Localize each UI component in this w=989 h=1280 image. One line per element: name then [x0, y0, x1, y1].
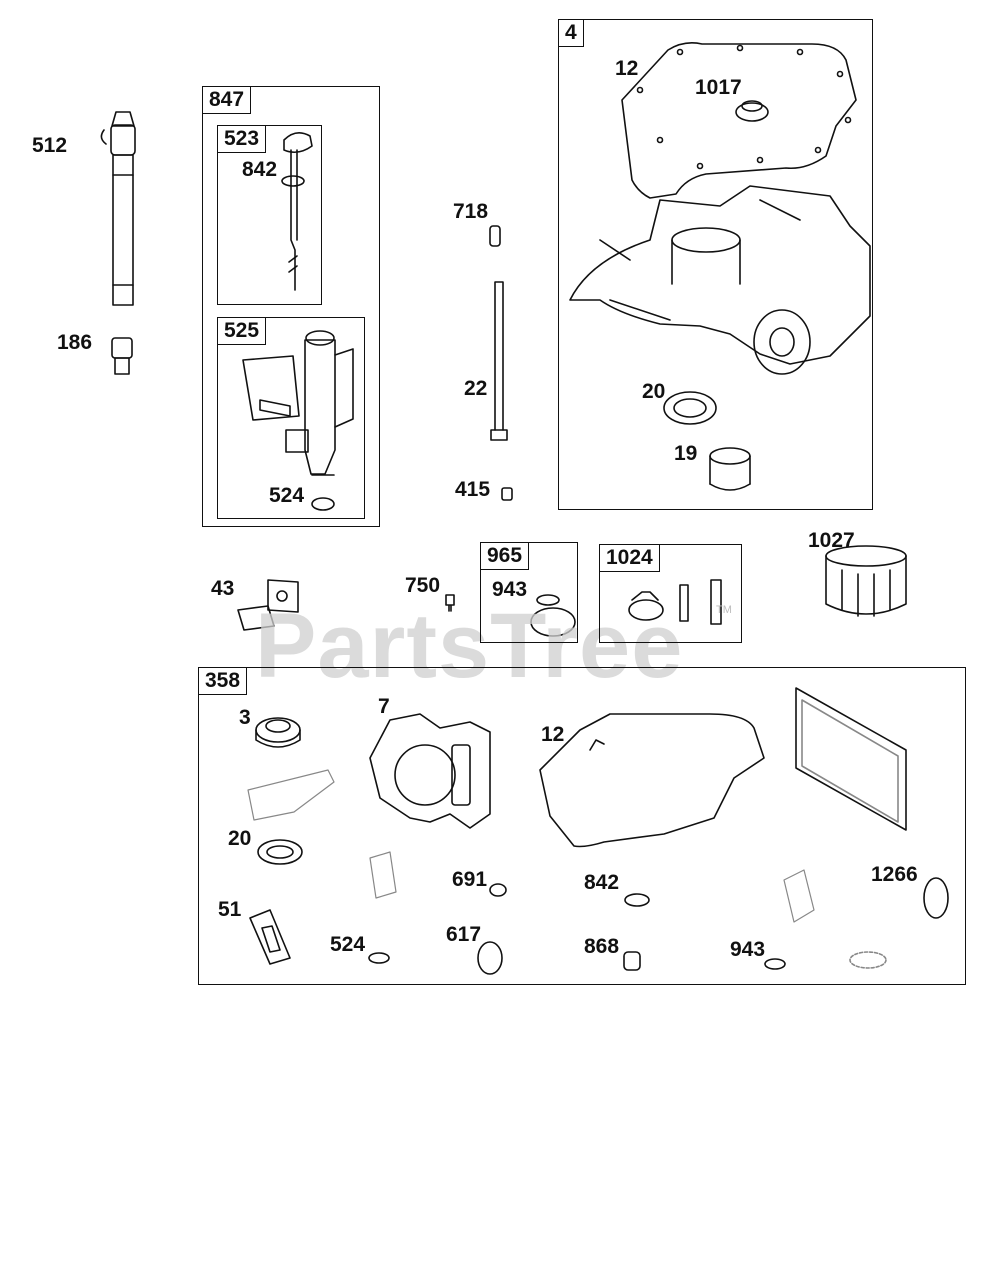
- valve-cover-gasket-drawing: [795, 687, 907, 831]
- gasket-right-drawing: [783, 869, 815, 923]
- callout-512[interactable]: 512: [32, 134, 68, 157]
- callout-20-kit[interactable]: 20: [228, 827, 252, 850]
- oil-filter-1027-drawing: [825, 545, 907, 617]
- gasket-bolt-holes: [636, 44, 852, 170]
- kit-label-523[interactable]: 523: [217, 125, 267, 153]
- o-ring-943-kit-drawing: [764, 958, 786, 970]
- callout-842[interactable]: 842: [242, 158, 278, 181]
- plug-415-drawing: [501, 487, 513, 501]
- o-ring-617-drawing: [477, 941, 503, 975]
- seal-20-drawing: [663, 391, 717, 425]
- callout-51[interactable]: 51: [218, 898, 242, 921]
- kit-label-358[interactable]: 358: [198, 667, 248, 695]
- callout-718[interactable]: 718: [453, 200, 489, 223]
- o-ring-842-drawing: [624, 893, 650, 907]
- callout-1017[interactable]: 1017: [695, 76, 742, 99]
- tube-fitting-drawing: [111, 337, 133, 375]
- callout-20[interactable]: 20: [642, 380, 666, 403]
- seal-20-kit-drawing: [257, 839, 303, 865]
- plate-965-drawing: [530, 594, 576, 637]
- kit-label-847[interactable]: 847: [202, 86, 252, 114]
- kit-box-965: 965: [480, 542, 578, 643]
- o-ring-1266-drawing: [923, 877, 949, 919]
- watermark: PartsTree: [255, 595, 684, 697]
- callout-1027[interactable]: 1027: [808, 529, 855, 552]
- tube-assembly-drawing: [242, 330, 354, 476]
- callout-186[interactable]: 186: [57, 331, 93, 354]
- bushing-19-drawing: [709, 447, 751, 491]
- kit-label-965[interactable]: 965: [480, 542, 530, 570]
- seal-3-drawing: [255, 717, 301, 748]
- valve-kit-1024-drawing: [628, 579, 722, 625]
- callout-22[interactable]: 22: [464, 377, 488, 400]
- gasket-51-drawing: [249, 909, 291, 965]
- kit-label-525[interactable]: 525: [217, 317, 267, 345]
- bushing-868-drawing: [623, 951, 641, 971]
- callout-943-kit[interactable]: 943: [730, 938, 766, 961]
- callout-524-kit[interactable]: 524: [330, 933, 366, 956]
- callout-12[interactable]: 12: [615, 57, 639, 80]
- kit-box-1024: 1024: [599, 544, 742, 643]
- watermark-trademark: TM: [716, 604, 732, 616]
- nut-691-drawing: [489, 883, 507, 897]
- kit-label-4[interactable]: 4: [558, 19, 584, 47]
- kit-box-4: 4: [558, 19, 873, 510]
- callout-868[interactable]: 868: [584, 935, 620, 958]
- callout-842-kit[interactable]: 842: [584, 871, 620, 894]
- kit-box-847: 847: [202, 86, 380, 527]
- callout-943[interactable]: 943: [492, 578, 528, 601]
- oil-pan-sump-drawing: [569, 185, 871, 375]
- callout-415[interactable]: 415: [455, 478, 491, 501]
- callout-3[interactable]: 3: [239, 706, 251, 729]
- kit-box-523: 523: [217, 125, 322, 305]
- o-ring-524-drawing: [311, 497, 335, 511]
- dipstick-tube-drawing: [100, 111, 136, 306]
- seal-1017-drawing: [735, 100, 769, 122]
- kit-box-358: 358: [198, 667, 966, 985]
- bolt-22-drawing: [490, 281, 508, 441]
- bracket-43-drawing: [237, 579, 299, 631]
- kit-label-1024[interactable]: 1024: [599, 544, 660, 572]
- gasket-12-kit-drawing: [539, 713, 765, 848]
- intake-gasket-drawing: [247, 769, 335, 821]
- o-ring-524-kit-drawing: [368, 952, 390, 964]
- callout-691[interactable]: 691: [452, 868, 488, 891]
- gasket-small-drawing: [369, 851, 397, 899]
- callout-1266[interactable]: 1266: [871, 863, 918, 886]
- callout-750[interactable]: 750: [405, 574, 441, 597]
- kit-box-525: 525: [217, 317, 365, 519]
- head-gasket-7-drawing: [369, 713, 491, 829]
- pin-718-drawing: [489, 225, 501, 247]
- screw-750-drawing: [445, 594, 455, 612]
- oil-pan-gasket-drawing: [621, 42, 857, 199]
- callout-617[interactable]: 617: [446, 923, 482, 946]
- callout-524[interactable]: 524: [269, 484, 305, 507]
- callout-19[interactable]: 19: [674, 442, 698, 465]
- callout-7[interactable]: 7: [378, 695, 390, 718]
- dipstick-drawing: [281, 132, 313, 291]
- o-ring-right-drawing: [849, 951, 887, 969]
- callout-12-kit[interactable]: 12: [541, 723, 565, 746]
- callout-43[interactable]: 43: [211, 577, 235, 600]
